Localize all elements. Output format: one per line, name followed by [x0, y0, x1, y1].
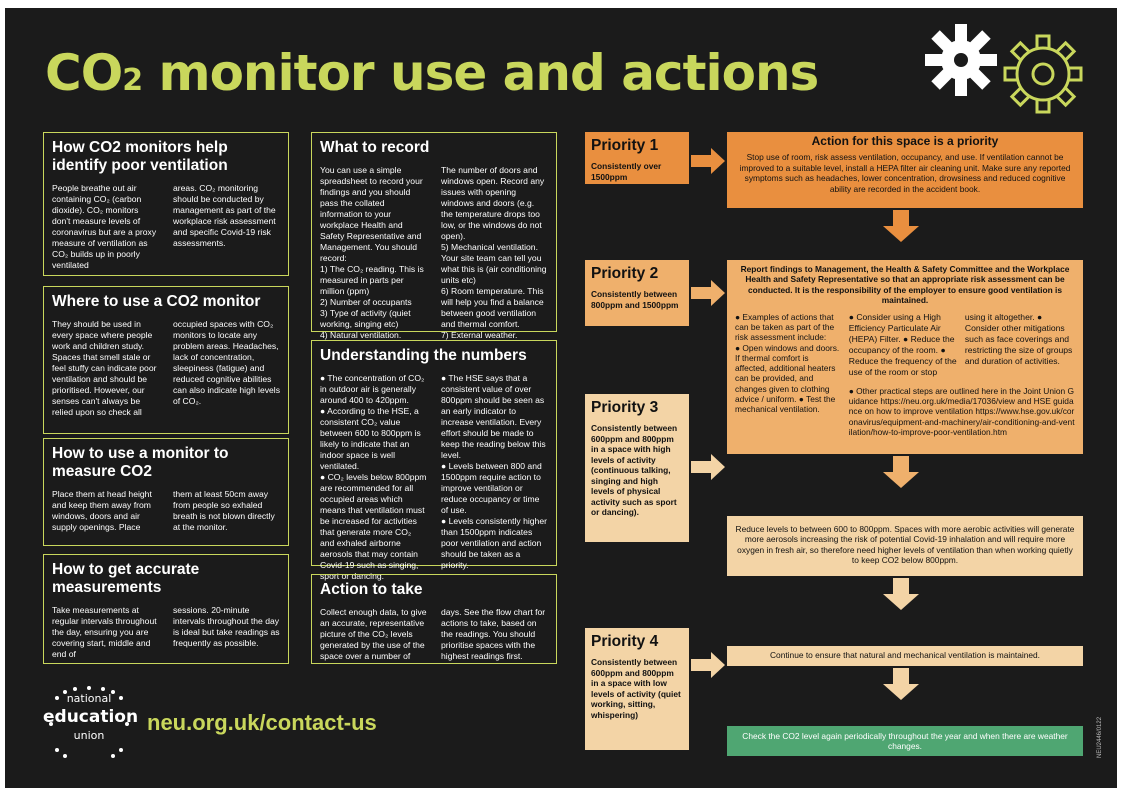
poster: CO2 monitor use and actions How CO2 moni…	[5, 8, 1117, 788]
section-text-col1: People breathe out air containing CO₂ (c…	[52, 183, 157, 270]
action-priority-4: Continue to ensure that natural and mech…	[727, 646, 1083, 666]
section-how-use: How to use a monitor to measure CO2 Plac…	[43, 438, 289, 546]
section-text-col1: You can use a simple spreadsheet to reco…	[320, 165, 424, 340]
page-title: CO2 monitor use and actions	[45, 44, 819, 102]
section-accurate: How to get accurate measurements Take me…	[43, 554, 289, 664]
priority-3: Priority 3 Consistently between 600ppm a…	[585, 394, 689, 542]
arrow-right-icon	[691, 280, 725, 306]
section-text-col2: days. See the flow chart for actions to …	[441, 607, 546, 661]
arrow-down-icon	[883, 668, 919, 700]
logo-line2: education	[43, 707, 139, 727]
action-text: Reduce levels to between 600 to 800ppm. …	[735, 524, 1075, 566]
action-heading: Report findings to Management, the Healt…	[740, 264, 1070, 306]
priority-label: Priority 2	[591, 265, 659, 282]
section-where: Where to use a CO2 monitor They should b…	[43, 286, 289, 434]
section-numbers: Understanding the numbers ● The concentr…	[311, 340, 557, 581]
arrow-down-icon	[883, 578, 919, 610]
arrow-down-icon	[883, 210, 919, 242]
gear-outline-icon	[1003, 34, 1083, 114]
action-priority-2: Report findings to Management, the Healt…	[727, 260, 1083, 454]
section-text-col1: Place them at head height and keep them …	[52, 489, 152, 532]
action-col2: ● Consider using a High Efficiency Parti…	[848, 311, 957, 377]
section-heading: Where to use a CO2 monitor	[52, 293, 261, 310]
priority-label: Priority 1	[591, 137, 659, 154]
section-text-col2: sessions. 20-minute intervals throughout…	[173, 605, 280, 648]
contact-link[interactable]: neu.org.uk/contact-us	[147, 710, 377, 735]
neu-logo: national education union	[43, 684, 139, 771]
section-text-col1: Collect enough data, to give an accurate…	[320, 607, 427, 661]
arrow-right-icon	[691, 148, 725, 174]
document-code: NEU2446/0122	[1097, 716, 1103, 758]
logo-line1: national	[66, 692, 112, 705]
action-text: Continue to ensure that natural and mech…	[769, 650, 1041, 660]
section-heading: How to use a monitor to measure CO2	[52, 445, 229, 480]
priority-label: Priority 3	[591, 399, 659, 416]
section-heading: Action to take	[320, 581, 423, 598]
priority-text: Consistently between 600ppm and 800ppm i…	[591, 423, 678, 517]
priority-2: Priority 2 Consistently between 800ppm a…	[585, 260, 689, 326]
section-record: What to record You can use a simple spre…	[311, 132, 557, 340]
section-heading: How CO2 monitors help identify poor vent…	[52, 139, 228, 174]
arrow-right-icon	[691, 652, 725, 678]
action-col3: using it altogether. ● Consider other mi…	[964, 311, 1073, 366]
priority-label: Priority 4	[591, 633, 659, 650]
neu-logo-mark-icon	[49, 686, 129, 758]
action-text: Check the CO2 level again periodically t…	[742, 731, 1068, 752]
arrow-down-icon	[883, 456, 919, 488]
logo-line3: union	[73, 729, 105, 742]
priority-text: Consistently over 1500ppm	[591, 161, 662, 182]
action-priority-1: Action for this space is a priority Stop…	[727, 132, 1083, 208]
section-action: Action to take Collect enough data, to g…	[311, 574, 557, 664]
arrow-right-icon	[691, 454, 725, 480]
section-text-col2: them at least 50cm away from people so e…	[173, 489, 275, 532]
action-col1: ● Examples of actions that can be taken …	[735, 311, 840, 415]
priority-text: Consistently between 800ppm and 1500ppm	[591, 289, 679, 310]
action-other: ● Other practical steps are outlined her…	[848, 385, 1075, 437]
action-text: Stop use of room, risk assess ventilatio…	[739, 152, 1071, 194]
section-how-helps: How CO2 monitors help identify poor vent…	[43, 132, 289, 276]
section-text-col1: ● The concentration of CO₂ in outdoor ai…	[320, 373, 427, 581]
action-final: Check the CO2 level again periodically t…	[727, 726, 1083, 756]
section-text-col2: ● The HSE says that a consistent value o…	[441, 373, 547, 570]
section-text-col2: The number of doors and windows open. Re…	[441, 165, 547, 340]
section-text-col2: areas. CO₂ monitoring should be conducte…	[173, 183, 276, 248]
priority-1: Priority 1 Consistently over 1500ppm	[585, 132, 689, 184]
gear-white-icon	[925, 24, 997, 96]
section-text-col1: They should be used in every space where…	[52, 319, 157, 417]
priority-4: Priority 4 Consistently between 600ppm a…	[585, 628, 689, 750]
section-heading: How to get accurate measurements	[52, 561, 200, 596]
action-heading: Action for this space is a priority	[811, 134, 999, 148]
action-priority-3: Reduce levels to between 600 to 800ppm. …	[727, 516, 1083, 576]
section-text-col2: occupied spaces with CO₂ monitors to loc…	[173, 319, 281, 406]
section-heading: Understanding the numbers	[320, 347, 527, 364]
section-text-col1: Take measurements at regular intervals t…	[52, 605, 157, 659]
priority-text: Consistently between 600ppm and 800ppm i…	[591, 657, 681, 720]
section-heading: What to record	[320, 139, 430, 156]
